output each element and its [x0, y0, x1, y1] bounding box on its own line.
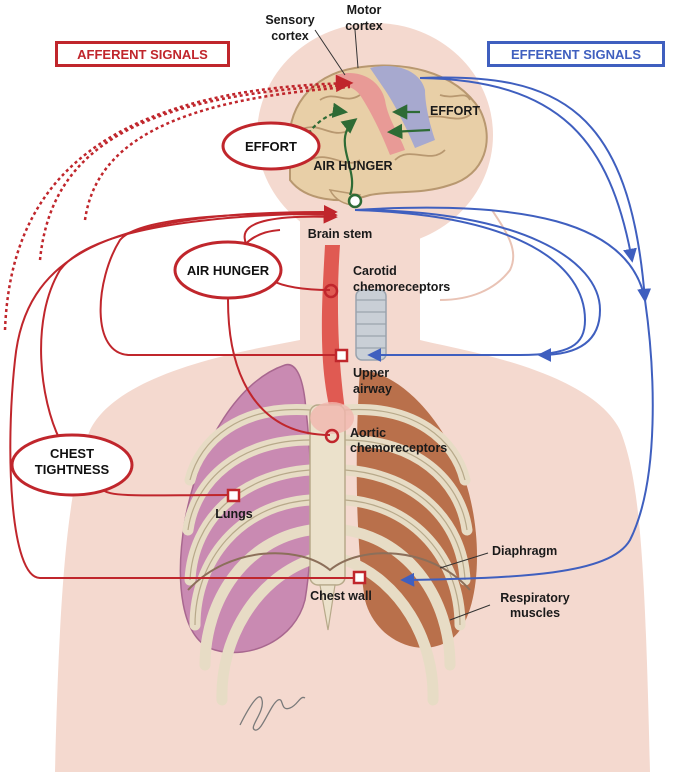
brain-stem-label: Brain stem [308, 227, 373, 241]
effort-sensation-ellipse [221, 121, 321, 171]
efferent-signals-header: EFFERENT SIGNALS [487, 41, 665, 67]
afferent-signals-text: AFFERENT SIGNALS [77, 46, 208, 62]
effort-sensation-label: EFFORT [245, 139, 297, 154]
artist-signature [239, 696, 306, 731]
chest-wall-square-icon [352, 570, 367, 585]
afferent-paths [9, 204, 360, 579]
sensory-cortex-label-2: cortex [271, 29, 309, 43]
aortic-label-2: chemoreceptors [350, 441, 447, 455]
brainstem-ring-icon [347, 193, 363, 209]
motor-cortex-label-2: cortex [345, 19, 383, 33]
chest-tightness-label-1: CHEST [50, 446, 94, 461]
label-pointers [314, 29, 491, 621]
air-hunger-sensation-ellipse [173, 240, 283, 300]
carotid-label-2: chemoreceptors [353, 280, 450, 294]
diaphragm-label: Diaphragm [492, 544, 557, 558]
chest-tightness-sensation-ellipse [10, 433, 134, 497]
lungs-square-icon [226, 488, 241, 503]
aortic-ring-icon [324, 428, 340, 444]
upper-airway-label-1: Upper [353, 366, 389, 380]
carotid-label-1: Carotid [353, 264, 397, 278]
upper-airway-square-icon [334, 348, 349, 363]
efferent-signals-text: EFFERENT SIGNALS [510, 46, 641, 62]
motor-cortex-label-1: Motor [347, 3, 382, 17]
carotid-ring-icon [323, 283, 339, 299]
effort-motor-label: EFFORT [430, 104, 480, 118]
afferent-signals-header: AFFERENT SIGNALS [55, 41, 230, 67]
aortic-label-1: Aortic [350, 426, 386, 440]
air-hunger-sensation-label: AIR HUNGER [187, 263, 270, 278]
respiratory-muscles-label-2: muscles [510, 606, 560, 620]
air-hunger-brain-label: AIR HUNGER [313, 159, 392, 173]
sensory-cortex-label-1: Sensory [265, 13, 314, 27]
respiratory-muscles-label-1: Respiratory [500, 591, 570, 605]
rib-outlines [187, 408, 468, 626]
upper-airway-label-2: airway [353, 382, 392, 396]
chest-wall-label: Chest wall [310, 589, 372, 603]
diaphragm-line [187, 552, 471, 591]
lungs-label: Lungs [215, 507, 253, 521]
afferent-dotted-paths [3, 74, 354, 331]
efferent-paths [354, 76, 654, 587]
chest-tightness-label-2: TIGHTNESS [35, 462, 110, 477]
